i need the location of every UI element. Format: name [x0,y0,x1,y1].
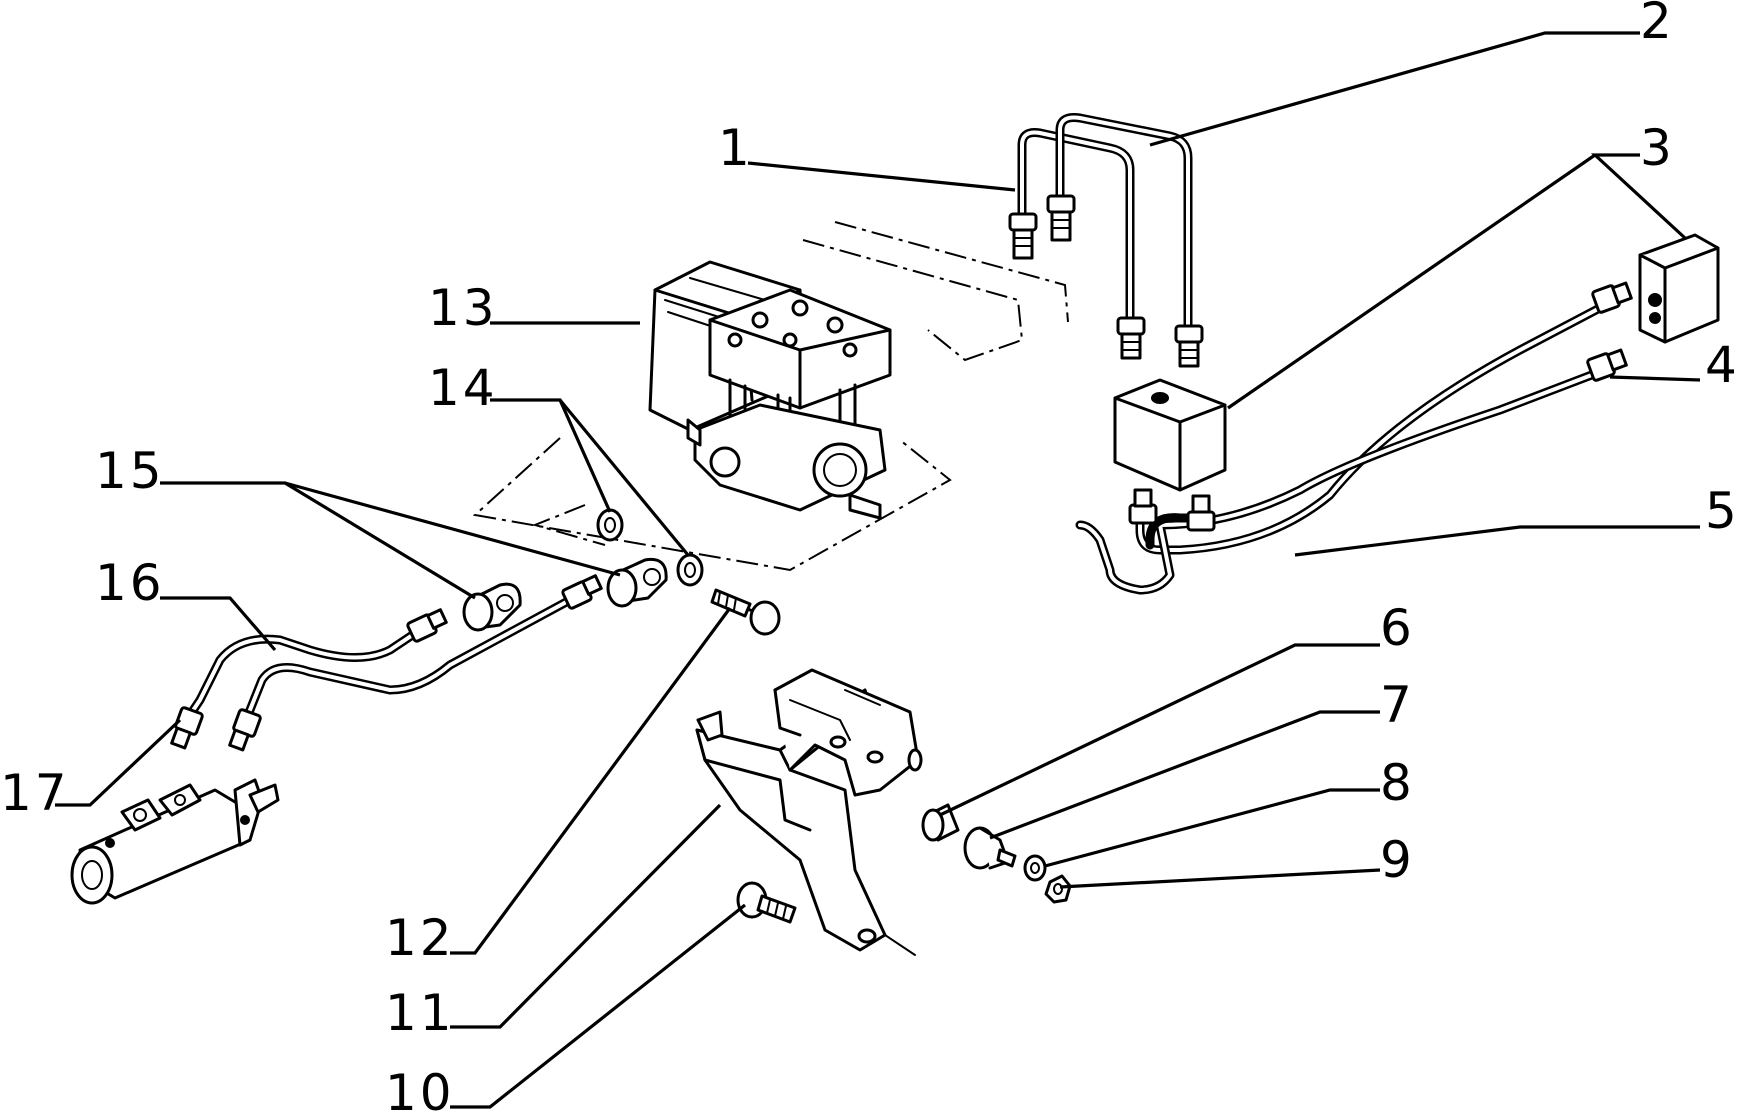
union-blocks [1113,233,1720,492]
callout-8: 8 [1380,754,1415,812]
leader-4 [1609,375,1701,382]
leader-1 [747,161,1016,192]
leader-14b [558,398,690,557]
brake-pipes-4-5 [1075,281,1633,595]
screw [736,881,797,924]
leader-7 [989,710,1380,840]
banjo-fittings [462,508,781,636]
brake-pipes-1-2 [1008,113,1204,368]
leader-10 [450,903,746,1109]
leader-lines [55,31,1701,1109]
master-cylinder [70,778,280,905]
leader-14a [490,398,612,513]
support-bracket [695,668,923,956]
leader-17 [55,718,182,807]
assembly-guide-lines [472,221,1069,572]
leader-11 [450,803,722,1029]
leader-9 [1059,868,1381,889]
callout-7: 7 [1380,676,1415,734]
callout-9: 9 [1380,831,1415,889]
leader-8 [1044,788,1380,868]
callout-3: 3 [1640,119,1675,177]
callout-12: 12 [385,909,455,967]
callout-10: 10 [385,1064,455,1111]
leader-15a [160,481,476,600]
leader-16 [160,596,277,652]
callout-15: 15 [95,442,165,500]
leader-3b [1227,153,1596,410]
abs-hydraulic-unit [648,260,892,520]
callout-13: 13 [428,279,498,337]
callout-5: 5 [1705,482,1740,540]
callout-16: 16 [95,554,165,612]
leader-12 [450,607,732,955]
callout-1: 1 [718,119,753,177]
leader-5 [1294,525,1700,557]
callout-2: 2 [1640,0,1675,50]
leader-6 [939,643,1380,817]
callout-17: 17 [0,764,70,822]
callout-14: 14 [428,359,498,417]
callout-11: 11 [385,984,455,1042]
callout-6: 6 [1380,599,1415,657]
brake-pipes-16 [170,574,603,752]
leader-2 [1149,31,1640,147]
leader-15b [284,481,621,577]
callout-4: 4 [1705,336,1740,394]
small-fittings [921,803,1072,904]
